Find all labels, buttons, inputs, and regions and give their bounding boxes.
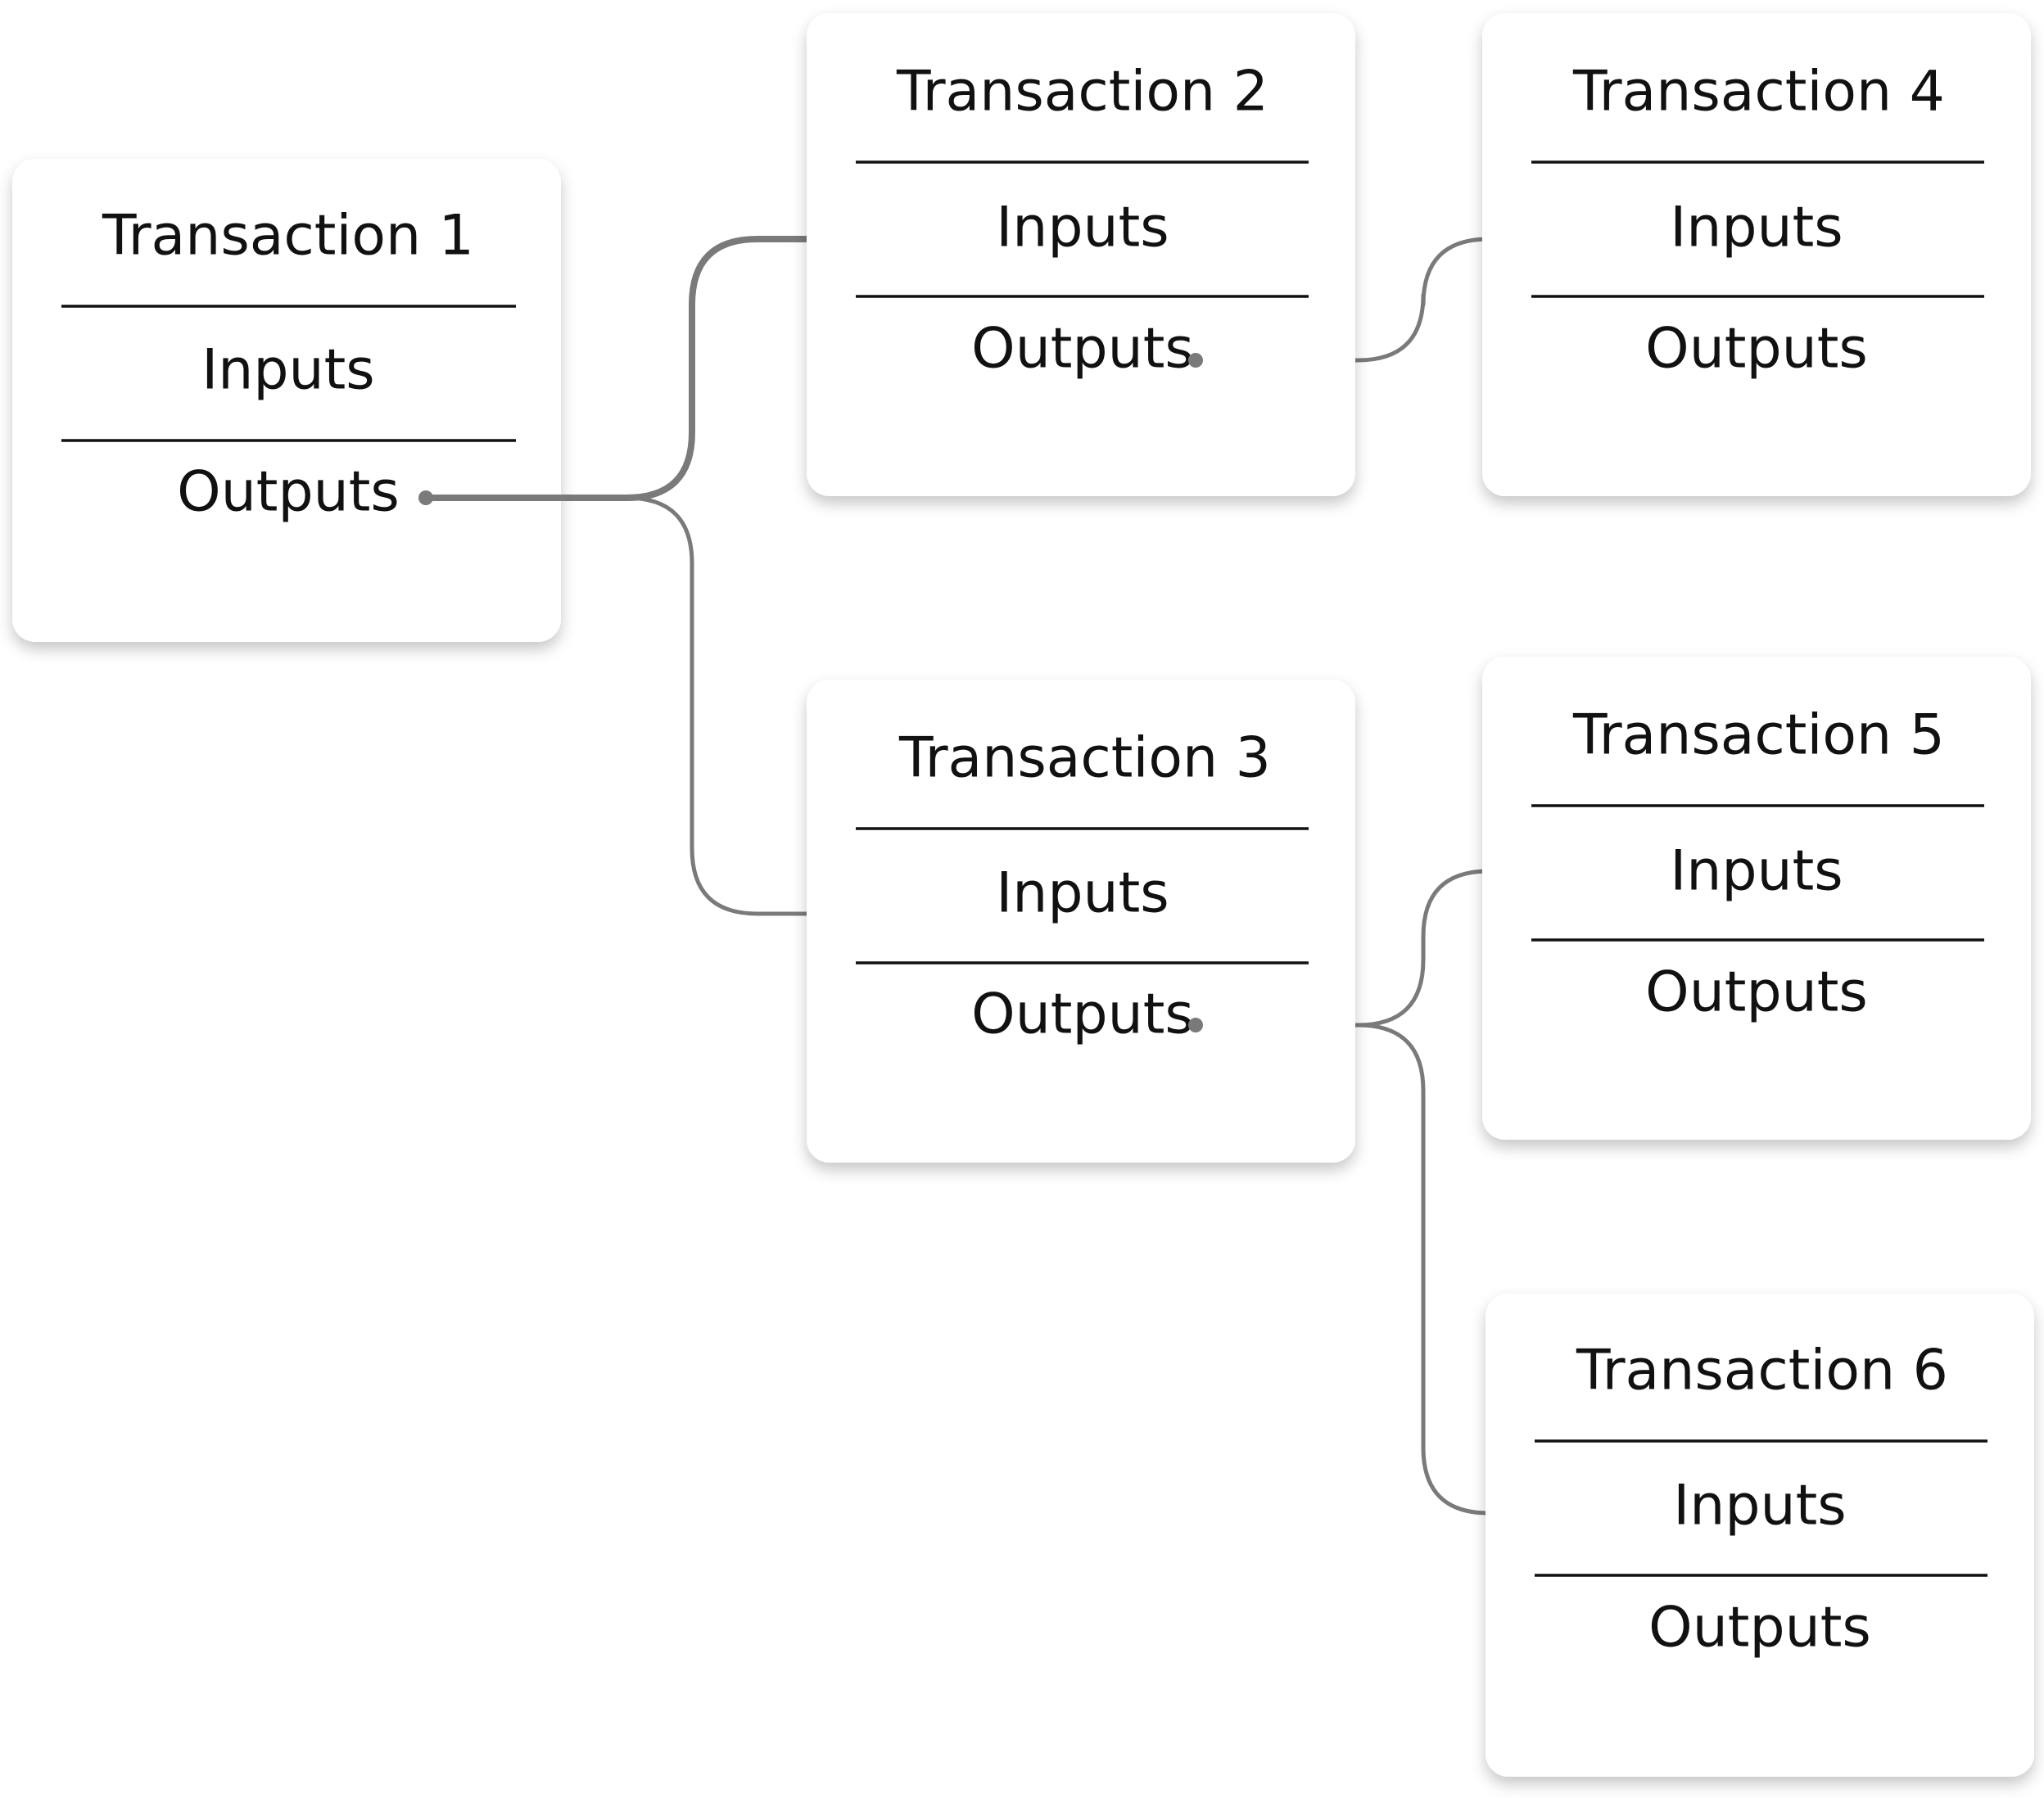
output-ports-layer	[418, 353, 1203, 1032]
card-outputs-label: Outputs	[1645, 960, 1868, 1025]
card-inputs-label: Inputs	[996, 861, 1169, 926]
card-outputs-label: Outputs	[971, 317, 1194, 382]
transaction-card-t1[interactable]: Transaction 1 Inputs Outputs	[12, 159, 561, 642]
card-inputs-label: Inputs	[1670, 839, 1843, 904]
card-title: Transaction 3	[898, 726, 1271, 791]
card-title: Transaction 1	[102, 204, 474, 269]
card-title: Transaction 5	[1572, 703, 1945, 768]
card-outputs-label: Outputs	[177, 460, 400, 525]
connector-t2-to-t4	[1192, 237, 1644, 363]
card-background	[12, 159, 561, 642]
card-inputs-label: Inputs	[1670, 196, 1843, 260]
output-port-dot-t2[interactable]	[1188, 353, 1203, 368]
connector-t1-to-t3	[624, 495, 967, 916]
card-outputs-label: Outputs	[1645, 317, 1868, 382]
card-outputs-label: Outputs	[971, 983, 1194, 1047]
connector-t1-to-t2	[423, 236, 968, 501]
card-inputs-label: Inputs	[201, 338, 375, 403]
transaction-card-t2[interactable]: Transaction 2 Inputs Outputs	[807, 13, 1355, 496]
transaction-card-t5[interactable]: Transaction 5 Inputs Outputs	[1482, 657, 2031, 1140]
card-background	[1482, 13, 2031, 496]
transaction-card-t6[interactable]: Transaction 6 Inputs Outputs	[1486, 1294, 2034, 1777]
connector-t3-to-t5	[1192, 869, 1644, 1028]
card-title: Transaction 2	[896, 60, 1268, 124]
card-title: Transaction 6	[1576, 1339, 1948, 1403]
card-title: Transaction 4	[1572, 60, 1945, 124]
transaction-card-t3[interactable]: Transaction 3 Inputs Outputs	[807, 680, 1355, 1163]
card-background	[807, 680, 1355, 1163]
transaction-card-t4[interactable]: Transaction 4 Inputs Outputs	[1482, 13, 2031, 496]
card-inputs-label: Inputs	[1673, 1474, 1847, 1538]
card-outputs-label: Outputs	[1648, 1596, 1871, 1660]
card-background	[1482, 657, 2031, 1140]
connector-t3-to-t6	[1355, 1023, 1648, 1516]
card-background	[807, 13, 1355, 496]
card-background	[1486, 1294, 2034, 1777]
card-inputs-label: Inputs	[996, 196, 1169, 260]
output-port-dot-t3[interactable]	[1188, 1018, 1203, 1032]
